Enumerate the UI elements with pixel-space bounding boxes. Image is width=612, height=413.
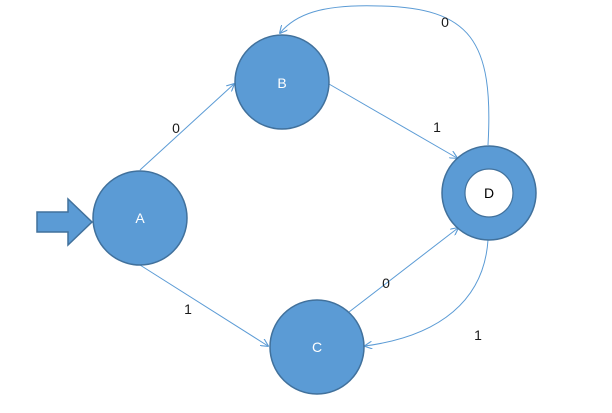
transition-label-c-d: 0 [382, 275, 390, 291]
transition-label-d-b: 0 [441, 14, 449, 30]
transition-d-b [280, 5, 490, 146]
transition-b-d [328, 83, 457, 158]
state-b: B [234, 34, 330, 130]
transition-a-b [139, 84, 234, 171]
accepting-inner-ring [464, 168, 514, 218]
state-label-d: D [484, 185, 494, 201]
start-arrow-icon [36, 197, 94, 247]
state-label-b: B [277, 75, 286, 91]
transition-label-b-d: 1 [433, 119, 441, 135]
transition-label-a-b: 0 [172, 120, 180, 136]
transition-label-d-c: 1 [474, 327, 482, 343]
state-c: C [269, 299, 365, 395]
state-a: A [92, 170, 188, 266]
state-d: D [441, 145, 537, 241]
transition-d-c [365, 239, 489, 346]
transition-a-c [139, 264, 268, 346]
transition-c-d [348, 228, 458, 313]
state-label-a: A [135, 210, 145, 226]
transition-label-a-c: 1 [184, 301, 192, 317]
state-label-c: C [312, 339, 322, 355]
